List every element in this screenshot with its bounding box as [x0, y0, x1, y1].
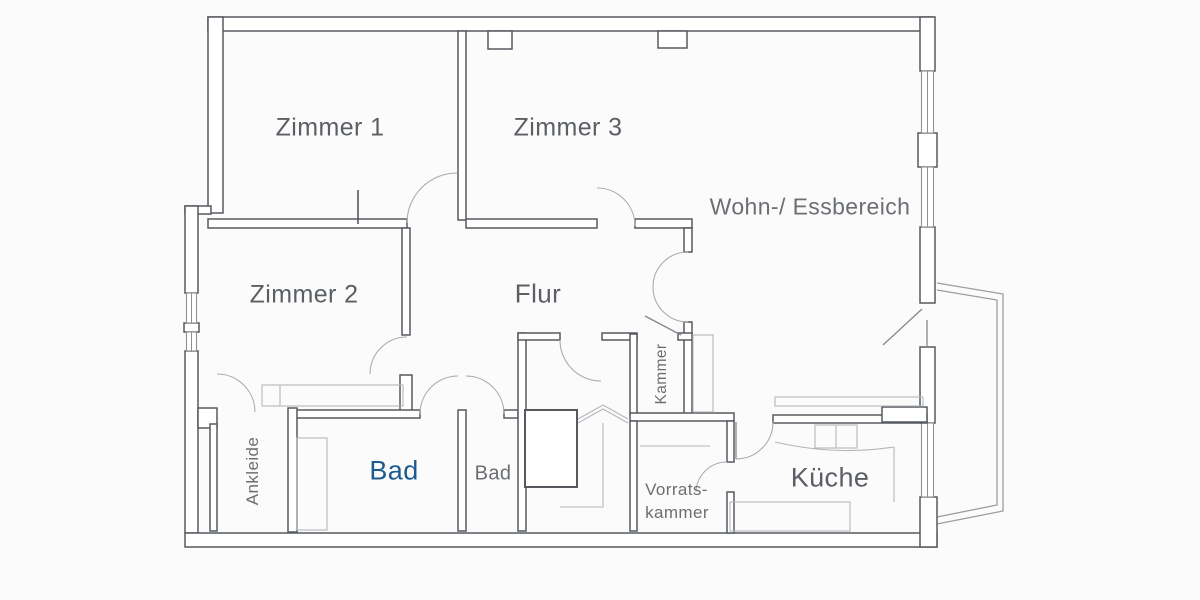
room-label-kammer: Kammer: [653, 343, 670, 405]
vorratskammer-line1: Vorrats-: [645, 480, 708, 499]
room-label-ankleide: Ankleide: [243, 436, 262, 506]
door-arcs: [216, 172, 928, 493]
room-label-bad: Bad: [369, 455, 419, 486]
balcony: [936, 282, 1004, 525]
furniture: [261, 334, 924, 532]
room-label-zimmer-1: Zimmer 1: [275, 113, 385, 142]
room-label-bad-klein: Bad: [474, 462, 512, 485]
room-label-vorratskammer: Vorrats- kammer: [645, 478, 709, 524]
room-label-zimmer-3: Zimmer 3: [513, 113, 623, 142]
outer-walls: [183, 16, 938, 548]
room-label-kueche: Küche: [790, 462, 870, 493]
room-label-flur: Flur: [514, 278, 562, 309]
room-label-zimmer-2: Zimmer 2: [249, 280, 359, 309]
windows: [185, 70, 935, 498]
room-label-wohn-essbereich: Wohn-/ Essbereich: [709, 193, 911, 220]
vorratskammer-line2: kammer: [645, 503, 709, 522]
